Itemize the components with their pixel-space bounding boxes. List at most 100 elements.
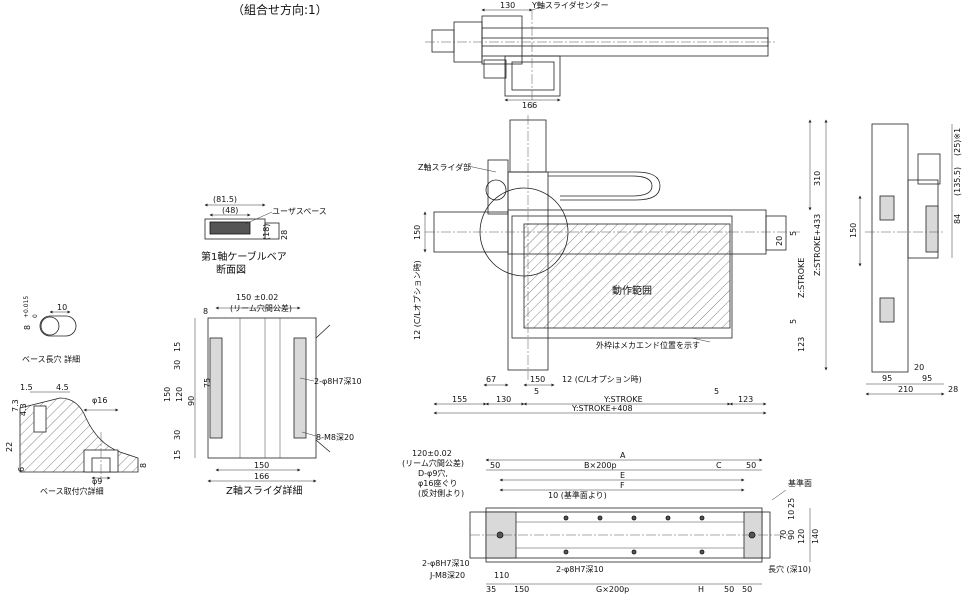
base-hole <box>631 515 637 521</box>
dim-5c: 5 <box>534 387 539 396</box>
leader-line <box>771 489 787 501</box>
dim-135-5: (135.5) <box>953 167 962 196</box>
dim-155: 155 <box>452 395 467 404</box>
right-dim-2: 70 <box>779 530 788 540</box>
dim-4-5: 4.5 <box>56 383 69 392</box>
y-stroke-408: Y:STROKE+408 <box>571 404 633 413</box>
right-dim-1: 10 <box>787 510 796 520</box>
dim-left-0: 15 <box>173 342 182 352</box>
motor-block <box>431 29 455 53</box>
tol-120: 120±0.02 <box>412 449 452 458</box>
dim-50d: 50 <box>742 585 752 594</box>
base-hole <box>563 549 569 555</box>
dim-166-label: 166 <box>522 101 537 110</box>
label-e: E <box>620 471 625 480</box>
dim-25-note: (25)※1 <box>953 128 962 156</box>
dim-95b: 95 <box>922 374 932 383</box>
dim-18: (18) <box>262 224 271 240</box>
dim-left-5: 90 <box>187 396 196 406</box>
cable-bearer-section: (81.5) (48) ユーザスペース (18) 28 第1軸ケーブルベア 断面… <box>201 195 327 276</box>
dim-123-v: 123 <box>797 337 806 352</box>
dim-5a: 5 <box>789 231 798 236</box>
dim-phi9: φ9 <box>92 477 102 486</box>
dim-67: 67 <box>486 375 496 384</box>
y-slider-center-label: Y軸スライダセンター <box>531 0 609 10</box>
dim-22: 22 <box>5 442 14 452</box>
rim-tol: (リーム穴間公差) <box>402 458 464 468</box>
base-hole <box>665 515 671 521</box>
base-hole <box>597 515 603 521</box>
z-slider-right-rail <box>293 337 307 439</box>
base-slot-caption: ベース長穴 詳細 <box>22 354 80 364</box>
z-slider-part-label: Z軸スライダ部 <box>418 162 471 172</box>
z-slider-left-rail <box>209 337 223 439</box>
dim-1-5: 1.5 <box>20 383 33 392</box>
label-f: F <box>620 481 625 490</box>
right-dim-4: 120 <box>797 529 806 544</box>
y-stroke: Y:STROKE <box>603 395 643 404</box>
cable-bearer-inner <box>548 175 653 197</box>
base-slot-detail: 10 8 +0.015 0 ベース長穴 詳細 <box>22 296 80 364</box>
side-motor <box>917 153 941 185</box>
base-hole <box>563 515 569 521</box>
base-hole-caption: ベース取付穴詳細 <box>40 486 104 496</box>
pin-mid: 2-φ8H7深10 <box>556 565 604 574</box>
dim-130-label: 130 <box>500 1 515 10</box>
dim-10: 10 <box>57 303 67 312</box>
dim-left-7: 15 <box>173 450 182 460</box>
pin-hole-label: 2-φ8H7深10 <box>314 377 362 386</box>
g-200p: G×200p <box>596 585 629 594</box>
tolerance-zero: 0 <box>32 314 39 318</box>
dim-166: 166 <box>254 472 269 481</box>
tap-j: J-M8深20 <box>429 571 465 580</box>
counterbore: φ16座ぐり <box>418 478 457 488</box>
z-stroke-433: Z:STROKE+433 <box>813 214 822 276</box>
dim-123-h: 123 <box>738 395 753 404</box>
dim-48: (48) <box>222 206 238 215</box>
break-line <box>315 324 331 339</box>
z-slider-plate <box>207 317 317 459</box>
slot-circle <box>40 316 60 336</box>
long-hole: 長穴 (深10) <box>768 564 811 574</box>
label-h: H <box>698 585 704 594</box>
dim-50b: 50 <box>746 461 756 470</box>
dim-7-3: 7.3 <box>11 399 20 412</box>
dim-8: 8 <box>23 325 32 330</box>
base-hole <box>699 549 705 555</box>
dim-81-5: (81.5) <box>213 195 237 204</box>
dim-210: 210 <box>898 385 913 394</box>
motion-range-area <box>523 223 731 329</box>
dim-95a: 95 <box>882 374 892 383</box>
side-rail-bottom <box>879 297 895 323</box>
dim-150-v: 150 <box>413 225 422 240</box>
cl-option-h: 12 (C/Lオプション時) <box>562 375 642 384</box>
right-dim-0: 25 <box>787 498 796 508</box>
dim-6: 6 <box>17 467 26 472</box>
cable-side-flange <box>264 222 280 240</box>
slot-outline <box>39 315 77 337</box>
dim-28: 28 <box>948 385 958 394</box>
tap-hole-label: 8-M8深20 <box>316 433 354 442</box>
tolerance-plus: +0.015 <box>23 296 30 318</box>
front-view: 動作範囲 Z軸スライダ部 150 12 (C/Lオプション時) 外枠はメカエンド… <box>413 115 828 415</box>
motion-range-label: 動作範囲 <box>612 284 652 297</box>
dim-left-6: 30 <box>173 430 182 440</box>
mech-end-frame <box>511 215 733 339</box>
break-line <box>315 439 331 453</box>
dim-150-tol: 150 ±0.02 <box>236 293 278 302</box>
user-space-block <box>209 221 251 235</box>
z-motor-circle <box>485 179 507 201</box>
base-hole <box>699 515 705 521</box>
user-space-label: ユーザスペース <box>272 207 327 216</box>
leader-line <box>531 5 546 11</box>
pin-left: 2-φ8H7深10 <box>422 559 470 568</box>
label-a: A <box>620 451 626 460</box>
dim-130: 130 <box>496 395 511 404</box>
dim-left-3: 150 <box>163 387 172 402</box>
leader-line <box>691 337 711 343</box>
dim-50a: 50 <box>490 461 500 470</box>
leader-line <box>467 165 497 173</box>
y-axis-end-cap <box>765 215 787 251</box>
cl-option-v: 12 (C/Lオプション時) <box>413 260 422 340</box>
side-column <box>871 123 909 373</box>
